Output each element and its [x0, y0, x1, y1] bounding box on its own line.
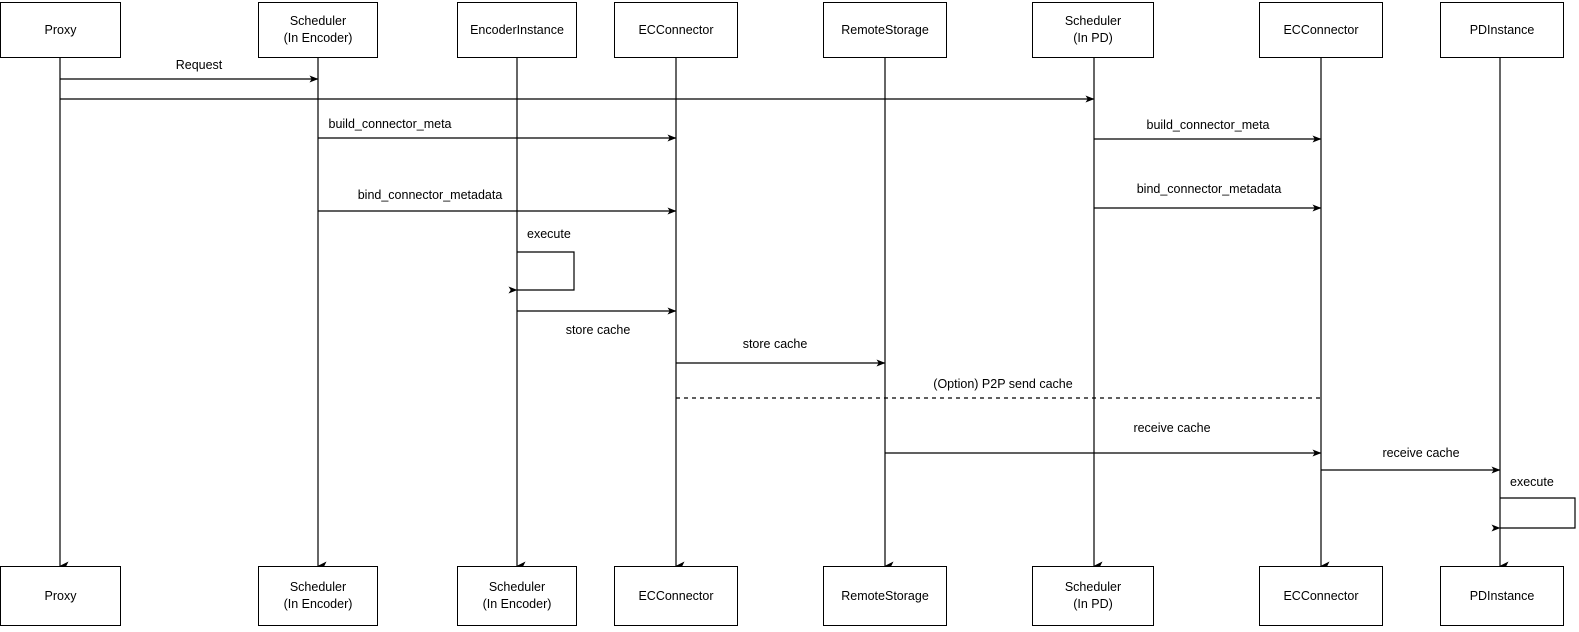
participant-footer-encoder_inst[interactable]: Scheduler (In Encoder) — [457, 566, 577, 626]
participant-label: PDInstance — [1469, 588, 1535, 603]
participant-header-remote_storage[interactable]: RemoteStorage — [823, 2, 947, 58]
message-arrows — [60, 75, 1501, 474]
participant-label: Proxy — [44, 22, 77, 37]
message-label-m9: (Option) P2P send cache — [933, 377, 1073, 391]
participant-header-scheduler_enc[interactable]: Scheduler (In Encoder) — [258, 2, 378, 58]
participant-label: Scheduler (In Encoder) — [283, 14, 353, 45]
self-message-label-s2: execute — [1510, 475, 1554, 489]
participant-label: Proxy — [44, 588, 77, 603]
lifeline-lines — [59, 58, 1509, 571]
participant-label: ECConnector — [1283, 22, 1359, 37]
participant-label: RemoteStorage — [841, 22, 929, 37]
message-label-m4: build_connector_meta — [1146, 118, 1270, 132]
message-label-m1: Request — [175, 58, 223, 72]
participant-footer-pd_instance[interactable]: PDInstance — [1440, 566, 1564, 626]
participant-label: RemoteStorage — [841, 588, 929, 603]
participant-label: Scheduler (In Encoder) — [482, 580, 552, 611]
participant-footer-scheduler_pd[interactable]: Scheduler (In PD) — [1032, 566, 1154, 626]
message-label-m11: receive cache — [1382, 446, 1460, 460]
participant-label: Scheduler (In PD) — [1064, 580, 1122, 611]
participant-header-ec_connector_p[interactable]: ECConnector — [1259, 2, 1383, 58]
participant-header-encoder_inst[interactable]: EncoderInstance — [457, 2, 577, 58]
participant-label: ECConnector — [638, 22, 714, 37]
participant-label: PDInstance — [1469, 22, 1535, 37]
participant-footer-remote_storage[interactable]: RemoteStorage — [823, 566, 947, 626]
participant-header-ec_connector_e[interactable]: ECConnector — [614, 2, 738, 58]
participant-footer-proxy[interactable]: Proxy — [0, 566, 121, 626]
participant-label: ECConnector — [638, 588, 714, 603]
self-message-s2 — [1491, 497, 1576, 532]
participant-header-pd_instance[interactable]: PDInstance — [1440, 2, 1564, 58]
participant-label: ECConnector — [1283, 588, 1359, 603]
self-message-label-s1: execute — [527, 227, 571, 241]
participant-footer-ec_connector_p[interactable]: ECConnector — [1259, 566, 1383, 626]
participant-header-scheduler_pd[interactable]: Scheduler (In PD) — [1032, 2, 1154, 58]
self-message-s1 — [508, 251, 575, 294]
participant-footer-ec_connector_e[interactable]: ECConnector — [614, 566, 738, 626]
message-label-m10: receive cache — [1133, 421, 1211, 435]
participant-footer-scheduler_enc[interactable]: Scheduler (In Encoder) — [258, 566, 378, 626]
message-label-m8: store cache — [742, 337, 808, 351]
message-label-m7: store cache — [565, 323, 631, 337]
participant-label: EncoderInstance — [470, 22, 564, 37]
participant-label: Scheduler (In Encoder) — [283, 580, 353, 611]
message-label-m5: bind_connector_metadata — [357, 188, 503, 202]
participant-header-proxy[interactable]: Proxy — [0, 2, 121, 58]
self-message-arrows — [508, 251, 1576, 532]
participant-label: Scheduler (In PD) — [1064, 14, 1122, 45]
message-label-m3: build_connector_meta — [328, 117, 452, 131]
message-label-m6: bind_connector_metadata — [1136, 182, 1282, 196]
